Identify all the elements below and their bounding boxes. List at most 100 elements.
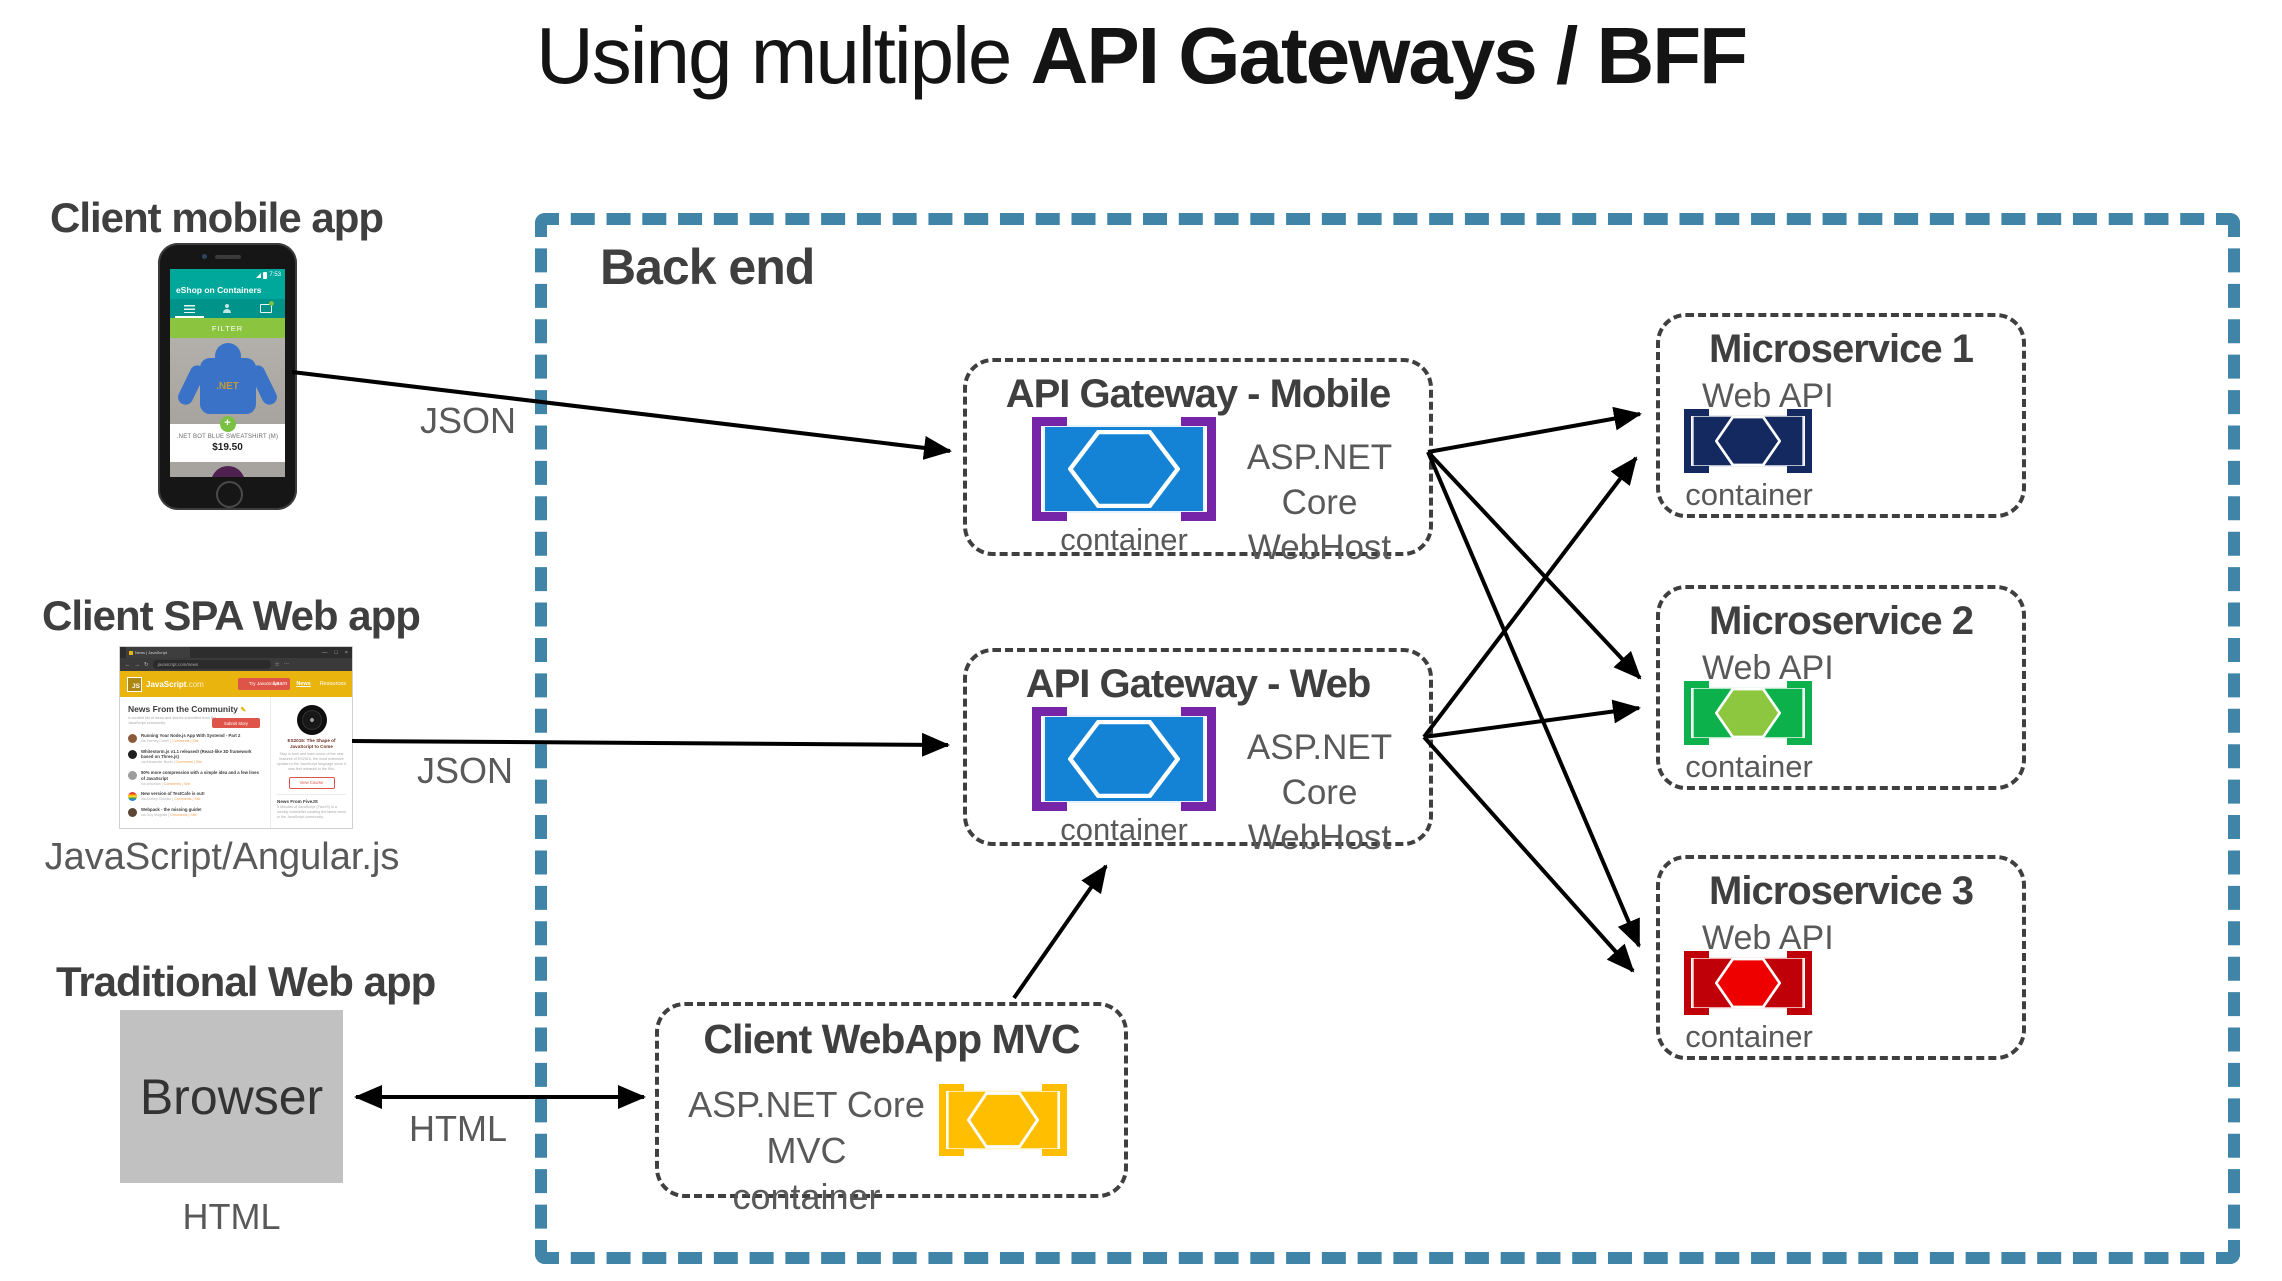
docker-container-icon <box>939 1084 1067 1156</box>
news-heading: News From the Community ✎ <box>128 704 247 714</box>
product-info: + .NET BOT BLUE SWEATSHIRT (M) $19.50 <box>170 416 285 462</box>
tab-title: News | JavaScript <box>135 650 167 655</box>
signal-icon <box>256 272 262 278</box>
forward-icon[interactable]: → <box>134 661 141 668</box>
avatar <box>128 807 137 817</box>
back-icon[interactable]: ← <box>125 661 131 668</box>
product-price: $19.50 <box>212 442 243 453</box>
add-to-cart-button[interactable]: + <box>219 416 236 432</box>
article-row[interactable]: 50% more compression with a simple idea … <box>128 770 270 786</box>
news-subheading: A curated list of news and stories submi… <box>128 716 217 726</box>
docker-container-icon <box>1684 409 1812 473</box>
star-icon[interactable]: ☆ <box>274 661 280 668</box>
spa-caption: JavaScript/Angular.js <box>44 836 400 878</box>
close-icon[interactable]: × <box>344 649 348 656</box>
phone-camera-dot <box>202 254 207 259</box>
api-gateway-web-box: API Gateway - Web container ASP.NET Core… <box>963 648 1433 857</box>
app-bar-title: eShop on Containers <box>170 281 285 299</box>
pencil-icon: ✎ <box>240 707 247 714</box>
site-body: News From the Community ✎ A curated list… <box>120 697 352 828</box>
fivejs-description: 5 Minutes of JavaScript (FiveJS) is a we… <box>277 805 346 820</box>
article-row[interactable]: Running Your Node.js App With Systemd - … <box>128 733 270 743</box>
try-javascript-button[interactable]: Try JavaScript <box>238 678 290 690</box>
site-nav: Learn News Resources <box>273 681 346 687</box>
phone-speaker <box>215 255 241 259</box>
next-product-peek <box>170 462 285 477</box>
minimize-icon[interactable]: — <box>321 649 328 656</box>
url-field[interactable]: javascript.com/news <box>152 660 271 669</box>
course-description: Stay in tune and learn some of the new f… <box>277 751 346 772</box>
more-icon[interactable]: ⋯ <box>283 661 290 668</box>
article-row[interactable]: Whitestorm.js v1.1 released! (React-like… <box>128 749 270 764</box>
avatar <box>128 770 137 780</box>
js-logo: JS <box>127 676 142 692</box>
avatar <box>128 749 137 759</box>
window-controls: — □ × <box>322 647 348 658</box>
vinyl-record-image <box>296 705 327 735</box>
docker-container-icon <box>1032 707 1216 811</box>
favicon <box>129 650 133 655</box>
article-row[interactable]: Webpack - the missing guide! via Guy Mog… <box>128 807 270 817</box>
app-nav-bar <box>170 299 285 318</box>
webapp-mvc-title: Client WebApp MVC <box>703 1016 1080 1062</box>
article-row[interactable]: New version of TestCafe is out! via Andr… <box>128 791 270 801</box>
json-label-mobile: JSON <box>419 400 516 441</box>
browser-box: Browser <box>120 1010 343 1183</box>
docker-container-icon <box>1684 681 1812 745</box>
gateway-mobile-title: API Gateway - Mobile <box>1005 372 1392 416</box>
browser-title-bar: News | JavaScript — □ × <box>120 647 352 658</box>
client-mobile-heading: Client mobile app <box>50 194 384 241</box>
docker-container-icon <box>1032 417 1216 521</box>
profile-tab[interactable] <box>208 299 246 318</box>
hamburger-icon <box>183 304 195 313</box>
phone-home-button[interactable] <box>216 481 243 508</box>
cart-badge <box>268 301 274 306</box>
browser-tab[interactable]: News | JavaScript <box>126 647 190 658</box>
nav-learn[interactable]: Learn <box>273 681 288 687</box>
fivejs-heading: News From FiveJS <box>277 793 346 804</box>
menu-tab[interactable] <box>170 299 208 318</box>
html-arrow-label: HTML <box>409 1108 507 1149</box>
gateway-web-title: API Gateway - Web <box>1025 662 1372 706</box>
news-column: News From the Community ✎ A curated list… <box>120 697 270 828</box>
json-label-spa: JSON <box>416 750 513 791</box>
microservice-2-title: Microservice 2 <box>1709 599 1974 643</box>
client-traditional-heading: Traditional Web app <box>56 958 436 1005</box>
status-time: 7:53 <box>269 272 281 278</box>
backend-container <box>535 213 2240 1264</box>
site-brand[interactable]: JavaScript.com <box>146 679 204 689</box>
microservice-2-box: Microservice 2 Web API container <box>1656 585 2026 790</box>
battery-icon <box>263 271 268 279</box>
container-label: container <box>1060 812 1188 847</box>
page-title: Using multiple API Gateways / BFF <box>536 11 1748 100</box>
docker-container-icon <box>1684 951 1812 1015</box>
container-label: container <box>1685 749 1813 784</box>
purple-hoodie <box>210 466 245 477</box>
cart-tab[interactable] <box>247 299 285 318</box>
web-api-label: Web API <box>1702 919 1834 957</box>
mobile-phone: 7:53 eShop on Containers FILTER .NET + .… <box>158 243 297 510</box>
hoodie-logo: .NET <box>199 358 256 414</box>
backend-label: Back end <box>600 239 815 295</box>
microservice-1-title: Microservice 1 <box>1709 327 1974 371</box>
reload-icon[interactable]: ↻ <box>144 661 149 668</box>
microservice-3-box: Microservice 3 Web API container <box>1656 855 2026 1060</box>
microservice-3-title: Microservice 3 <box>1709 869 1974 913</box>
submit-story-button[interactable]: Submit Story <box>212 718 260 728</box>
filter-button[interactable]: FILTER <box>170 318 285 338</box>
phone-status-bar: 7:53 <box>170 269 285 281</box>
site-header: JS JavaScript.com Try JavaScript Learn N… <box>120 671 352 697</box>
microservice-1-box: Microservice 1 Web API container <box>1656 313 2026 518</box>
container-label: container <box>1685 477 1813 512</box>
maximize-icon[interactable]: □ <box>334 649 338 656</box>
web-api-label: Web API <box>1702 377 1834 415</box>
nav-resources[interactable]: Resources <box>319 681 346 687</box>
view-course-button[interactable]: View Course <box>288 776 335 789</box>
nav-news[interactable]: News <box>296 681 311 687</box>
browser-address-bar: ← → ↻ javascript.com/news ☆ ⋯ <box>120 658 352 671</box>
container-label: container <box>1685 1019 1813 1054</box>
